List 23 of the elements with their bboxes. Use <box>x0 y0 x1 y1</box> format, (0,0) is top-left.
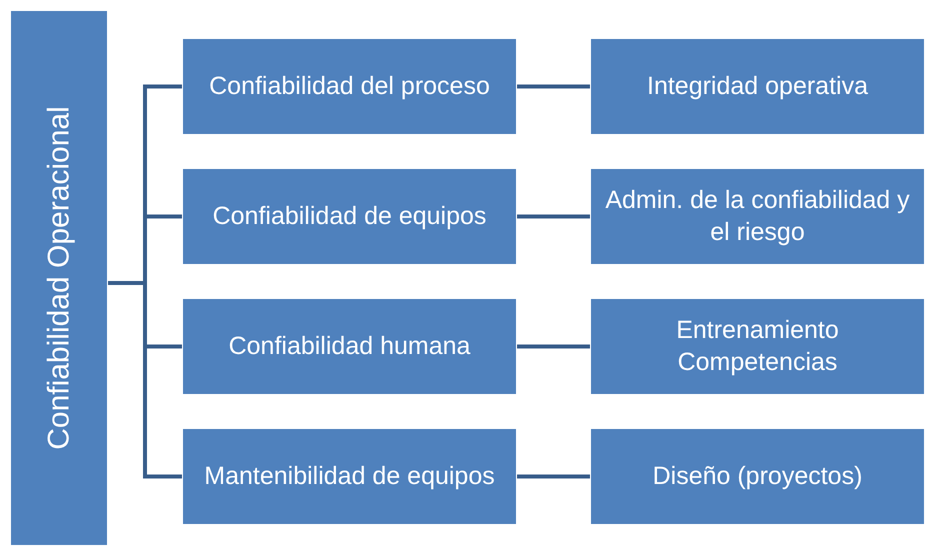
category-box <box>10 10 108 546</box>
box-label: Diseño (proyectos) <box>652 460 862 492</box>
concept-box <box>182 168 517 265</box>
concept-box <box>182 298 517 395</box>
box-label: Entrenamiento <box>676 315 839 346</box>
connector-line <box>517 214 590 218</box>
concept-box <box>590 38 925 135</box>
concept-box <box>590 298 925 395</box>
vertical-title: Confiabilidad Operacional <box>41 106 76 450</box>
box-label: Admin. de la confiabilidad y el riesgo <box>604 185 911 248</box>
box-label: Competencias <box>678 346 838 378</box>
connector-line <box>517 474 590 478</box>
box-label: Confiabilidad humana <box>228 330 470 362</box>
connector-line <box>517 344 590 348</box>
connector-line <box>517 84 590 88</box>
box-label: Mantenibilidad de equipos <box>204 460 495 492</box>
box-label: Integridad operativa <box>647 70 868 102</box>
concept-box <box>182 38 517 135</box>
concept-box <box>182 428 517 525</box>
box-label: Confiabilidad del proceso <box>209 70 490 102</box>
concept-box <box>590 168 925 265</box>
box-label: Confiabilidad de equipos <box>212 200 486 232</box>
concept-box <box>590 428 925 525</box>
